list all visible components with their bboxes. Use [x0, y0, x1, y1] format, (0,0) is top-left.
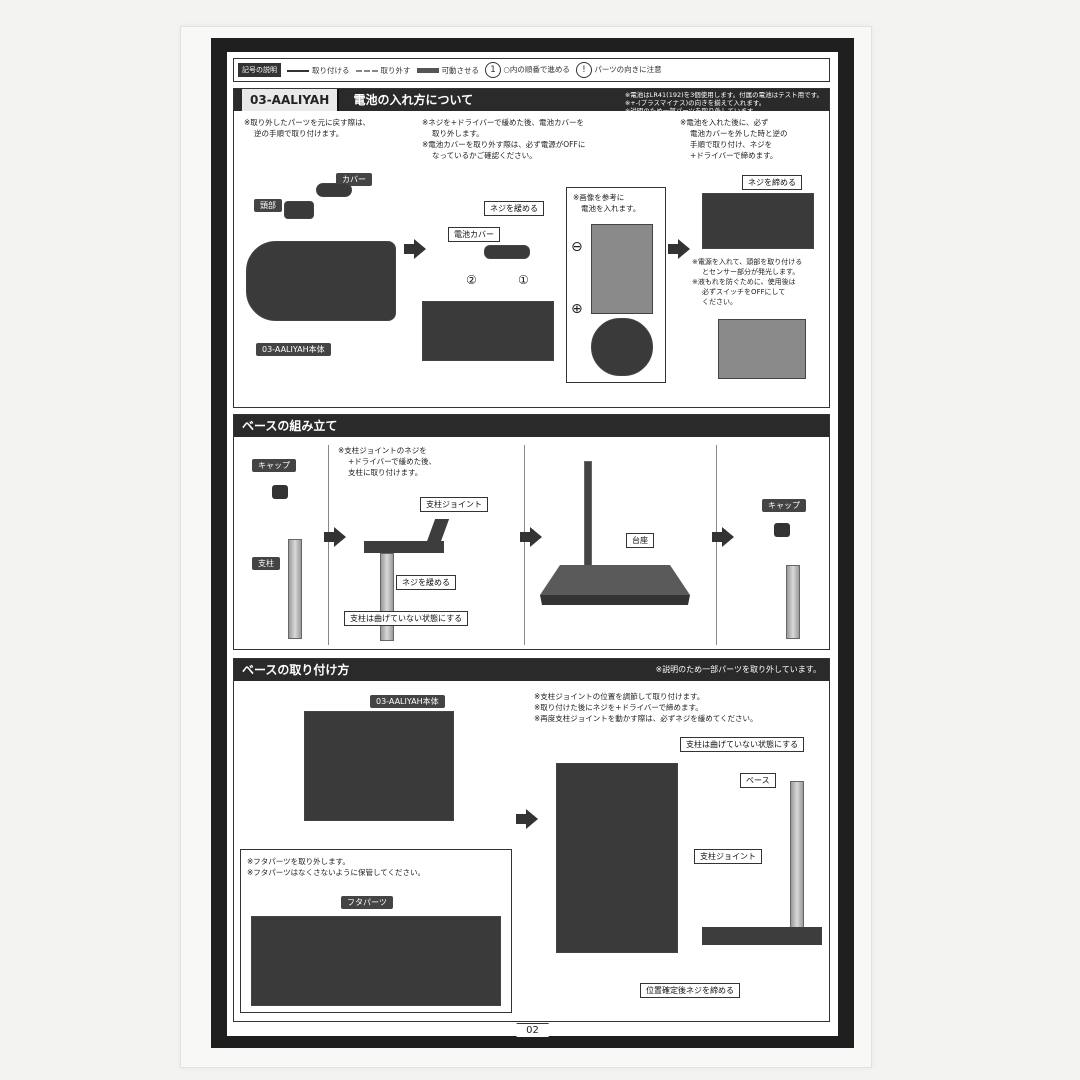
battery-closed-image: [702, 193, 814, 249]
step-arrow-icon: [404, 239, 426, 259]
base-mount-title: ベースの取り付け方: [242, 663, 350, 677]
head-part-image: [284, 201, 314, 219]
loosen-screw-label: ネジを緩める: [396, 575, 456, 590]
battery-section-title: 電池の入れ方について: [353, 93, 474, 107]
model-tag: 03-AALIYAH: [242, 89, 340, 111]
attach-arrow-icon: [287, 69, 309, 72]
step-arrow-icon: [324, 527, 346, 547]
fix-screw-label: 位置確定後ネジを締める: [640, 983, 740, 998]
sheet-inner: 記号の説明 取り付ける 取り外す 可動させる 1 ○内の順番で進める ! パーツ…: [227, 52, 838, 1037]
order-2-icon: ②: [466, 273, 477, 287]
assembled-pole-image: [584, 461, 592, 581]
legend-move: 可動させる: [416, 65, 479, 76]
tighten-screw-label: ネジを締める: [742, 175, 802, 190]
pole-top-image: [786, 565, 800, 639]
cover-part-frame: ※フタパーツを取り外します。 ※フタパーツはなくさないように保管してください。 …: [240, 849, 512, 1013]
symbol-legend: 記号の説明 取り付ける 取り外す 可動させる 1 ○内の順番で進める ! パーツ…: [233, 58, 830, 82]
battery-step1-text: ※取り外したパーツを元に戻す際は、 逆の手順で取り付けます。: [244, 118, 371, 138]
remove-arrow-icon: [355, 69, 378, 72]
cover-label: カバー: [336, 173, 372, 186]
warning-icon: !: [575, 62, 592, 78]
base-assembly-header: ベースの組み立て: [234, 415, 829, 437]
pole-label: 支柱: [252, 557, 280, 570]
mounted-body-image: [556, 763, 678, 953]
switch-image: [718, 319, 806, 379]
step-arrow-icon: [712, 527, 734, 547]
loosen-screw-label: ネジを緩める: [484, 201, 544, 216]
legend-warning: ! パーツの向きに注意: [575, 62, 662, 78]
pole-image: [288, 539, 302, 639]
battery-section: 03-AALIYAH 電池の入れ方について ※電池はLR41(192)を3個使用…: [233, 88, 830, 408]
body-label: 03-AALIYAH本体: [256, 343, 331, 356]
legend-remove: 取り外す: [355, 65, 411, 76]
cap-part-icon: [774, 523, 790, 537]
cap-label-2: キャップ: [762, 499, 806, 512]
legend-order: 1 ○内の順番で進める: [485, 62, 570, 78]
mount-steps-text: ※支柱ジョイントの位置を調節して取り付けます。 ※取り付けた後にネジを+ドライバ…: [534, 692, 758, 723]
cover-part-image: [251, 916, 501, 1006]
battery-step2-text: ※ネジを+ドライバーで緩めた後、電池カバーを 取り外します。 ※電池カバーを取り…: [422, 118, 586, 160]
cover-part-label: フタパーツ: [341, 896, 393, 909]
keep-straight-label: 支柱は曲げていない状態にする: [680, 737, 805, 752]
battery-section-header: 03-AALIYAH 電池の入れ方について: [234, 89, 829, 111]
order-1-icon: ①: [518, 273, 529, 287]
battery-reference-text: ※画像を参考に 電池を入れます。: [573, 193, 641, 213]
battery-step3-text: ※電池を入れた後に、必ず 電池カバーを外した時と逆の 手順で取り付け、ネジを +…: [680, 118, 788, 160]
step-arrow-icon: [520, 527, 542, 547]
cap-label: キャップ: [252, 459, 296, 472]
body-mount-image: [304, 711, 454, 821]
base-mount-section: ベースの取り付け方 ※説明のため一部パーツを取り外しています。 03-AALIY…: [233, 658, 830, 1022]
base-label: ベース: [740, 773, 776, 788]
order-number-icon: 1: [485, 62, 501, 78]
base-assembly-section: ベースの組み立て キャップ 支柱 ※支柱ジョイントのネジを +ドライバーで緩めた…: [233, 414, 830, 650]
joint-image: [364, 541, 444, 553]
joint-mounted-image: [702, 927, 822, 945]
pedestal-label: 台座: [626, 533, 654, 548]
battery-cover-image: [484, 245, 530, 259]
battery-notes: ※電池はLR41(192)を3個使用します。付属の電池はテスト用です。 ※+-(…: [624, 91, 823, 115]
battery-stack-image: [591, 224, 653, 314]
battery-after-text: ※電源を入れて、頭部を取り付ける とセンサー部分が発光します。 ※液もれを防ぐた…: [692, 258, 803, 306]
joint-label: 支柱ジョイント: [420, 497, 488, 512]
step-arrow-icon: [668, 239, 690, 259]
page-number: 02: [516, 1023, 549, 1037]
joint-arm-image: [424, 519, 450, 547]
instruction-sheet: 記号の説明 取り付ける 取り外す 可動させる 1 ○内の順番で進める ! パーツ…: [211, 38, 854, 1048]
minus-icon: ⊖: [571, 239, 583, 255]
step-divider: [328, 445, 329, 645]
battery-cover-label: 電池カバー: [448, 227, 500, 242]
cover-part-notes: ※フタパーツを取り外します。 ※フタパーツはなくさないように保管してください。: [247, 857, 426, 877]
cover-part-image: [316, 183, 352, 197]
body-image: [246, 241, 396, 321]
body-label: 03-AALIYAH本体: [370, 695, 445, 708]
mount-pole-image: [790, 781, 804, 931]
step-divider: [716, 445, 717, 645]
battery-socket-image: [591, 318, 653, 376]
legend-title: 記号の説明: [238, 63, 281, 77]
base-mount-note: ※説明のため一部パーツを取り外しています。: [655, 665, 821, 674]
battery-reference-frame: ※画像を参考に 電池を入れます。 ⊖ ⊕: [566, 187, 666, 383]
pole-in-joint-image: [380, 553, 394, 641]
move-arrow-icon: [416, 68, 439, 73]
plus-icon: ⊕: [571, 301, 583, 317]
battery-compartment-image: [422, 301, 554, 361]
legend-attach: 取り付ける: [287, 65, 350, 76]
step-divider: [524, 445, 525, 645]
joint-label: 支柱ジョイント: [694, 849, 762, 864]
step-arrow-icon: [516, 809, 538, 829]
keep-straight-label: 支柱は曲げていない状態にする: [344, 611, 469, 626]
head-label: 頭部: [254, 199, 282, 212]
base-mount-header: ベースの取り付け方 ※説明のため一部パーツを取り外しています。: [234, 659, 829, 681]
base-step2-text: ※支柱ジョイントのネジを +ドライバーで緩めた後、 支柱に取り付けます。: [338, 446, 437, 477]
pedestal-image: [540, 565, 690, 605]
cap-part-icon: [272, 485, 288, 499]
